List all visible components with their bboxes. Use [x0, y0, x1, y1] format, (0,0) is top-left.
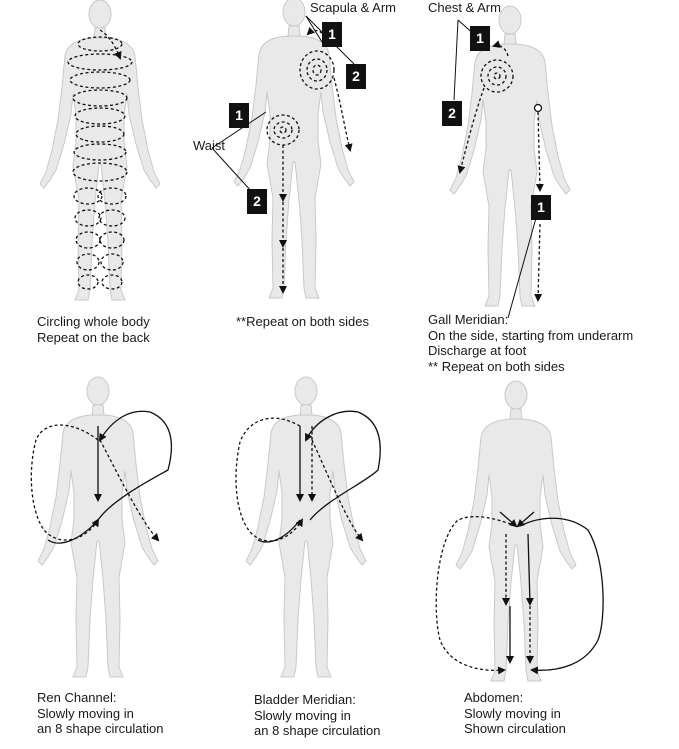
figure-bladder-meridian — [245, 376, 367, 678]
figure-whole-body — [39, 0, 161, 301]
path-chest-gall — [457, 40, 544, 302]
label-scapula-arm: Scapula & Arm — [310, 0, 396, 15]
path-ren-channel — [30, 410, 172, 544]
figure-ren-channel — [37, 376, 159, 678]
path-scapula-waist — [266, 26, 353, 294]
caption-bladder-meridian: Bladder Meridian: Slowly moving in an 8 … — [254, 692, 381, 738]
step-badge-scapula-2: 2 — [346, 64, 366, 89]
caption-back-scapula-waist: **Repeat on both sides — [236, 314, 369, 329]
label-chest-arm: Chest & Arm — [428, 0, 501, 15]
caption-ren-channel: Ren Channel: Slowly moving in an 8 shape… — [37, 690, 164, 736]
step-badge-chest-2: 2 — [442, 101, 462, 126]
path-bladder-meridian — [235, 410, 381, 543]
caption-abdomen: Abdomen: Slowly moving in Shown circulat… — [464, 690, 566, 736]
step-badge-waist-2: 2 — [247, 189, 267, 214]
path-abdomen — [435, 511, 604, 675]
figure-front-chest-gall — [449, 5, 571, 307]
step-badge-waist-1: 1 — [229, 103, 249, 128]
step-badge-scapula-1: 1 — [322, 22, 342, 47]
start-point-marker — [533, 103, 543, 113]
path-whole-body-circles — [67, 29, 133, 290]
figure-abdomen — [455, 380, 577, 682]
step-badge-gall-1: 1 — [531, 195, 551, 220]
label-waist: Waist — [193, 138, 226, 153]
caption-front-chest-gall: Gall Meridian: On the side, starting fro… — [428, 312, 634, 374]
step-badge-chest-1: 1 — [470, 26, 490, 51]
caption-whole-body: Circling whole body Repeat on the back — [37, 314, 150, 345]
